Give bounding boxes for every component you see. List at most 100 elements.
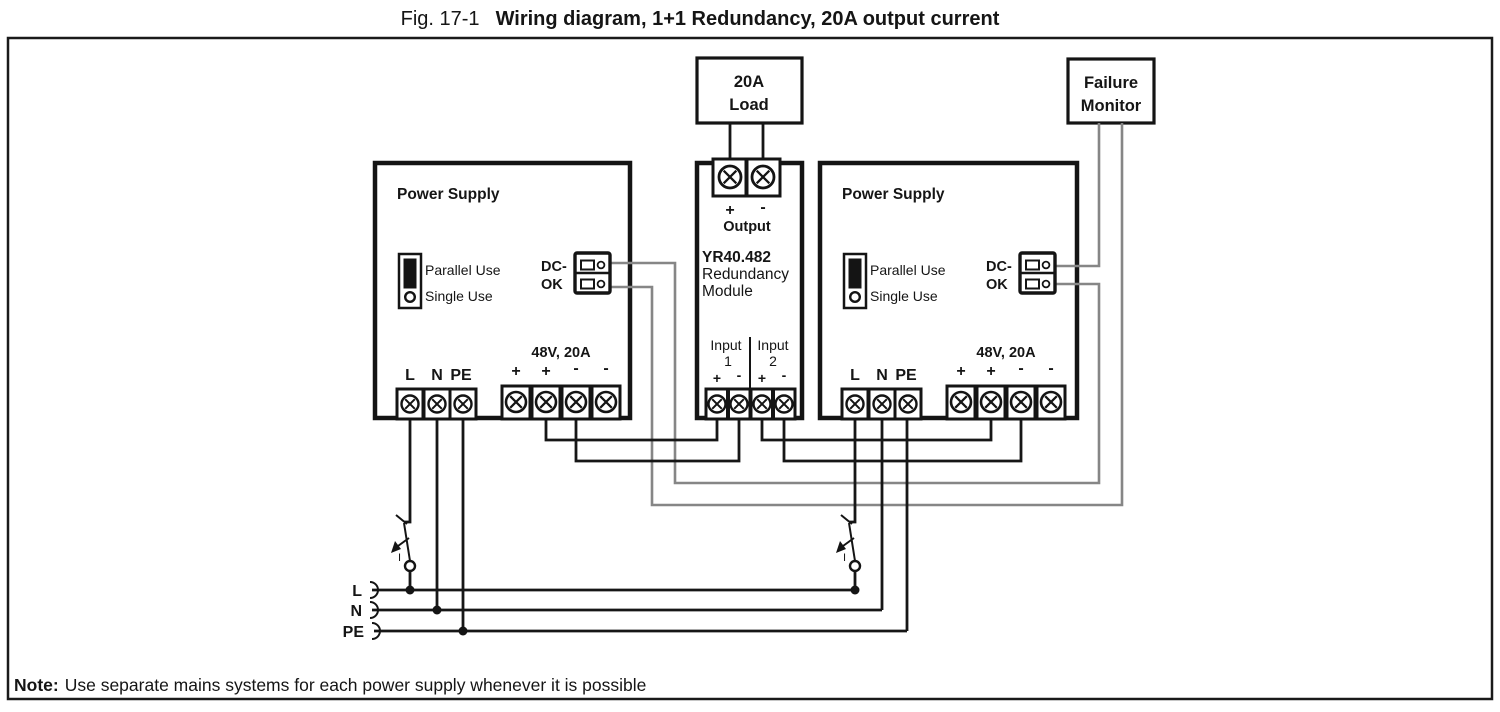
switch-arrow-icon [836, 541, 846, 553]
junction-dot [850, 585, 860, 595]
module-name-line1: Redundancy [702, 266, 789, 283]
terminal-label-L: L [850, 367, 860, 384]
polarity-plus: + [956, 363, 965, 380]
mains-label-L: L [352, 583, 362, 600]
screw-terminal-icon [534, 390, 558, 414]
monitor-label-line2: Monitor [1081, 97, 1142, 115]
dcok-label-2: OK [541, 277, 563, 293]
screw-terminal-icon [898, 394, 918, 414]
switch-label: I [843, 552, 846, 564]
dcok-signal-wiring [595, 123, 1124, 507]
switch-hinge [403, 559, 417, 573]
module-output-minus: - [760, 199, 765, 216]
psu-right: Power Supply Parallel Use Single Use DC-… [840, 186, 1067, 421]
switch-blade [403, 522, 411, 562]
load-label-line2: Load [729, 96, 768, 114]
input1-plus: + [713, 370, 721, 386]
dcok-connector [1018, 251, 1057, 295]
dcok-contact-icon [580, 259, 595, 271]
input1-minus: - [737, 367, 742, 383]
mains-switch-left: I [391, 514, 417, 588]
screw-terminal-icon [1039, 390, 1063, 414]
switch-contact-tick [395, 514, 408, 525]
terminal-label-N: N [876, 367, 888, 384]
screw-terminal-icon [729, 394, 749, 414]
screw-terminal-icon [752, 394, 772, 414]
wire-psuright-plus-input2 [760, 408, 993, 442]
psu-title: Power Supply [842, 186, 945, 203]
polarity-minus: - [603, 360, 608, 377]
wire-monitor-to-right-dcok [1040, 123, 1101, 268]
failure-monitor-component: Failure Monitor [1081, 74, 1142, 115]
input2-plus: + [758, 370, 766, 386]
mains-label-N: N [350, 603, 362, 620]
wire-psuleft-L-down [404, 408, 412, 524]
wire-right-dcok-to-left-dcok [595, 261, 1101, 485]
use-mode-switch [842, 252, 868, 310]
wire-psuleft-plus-input1 [544, 408, 719, 442]
wire-psuleft-minus-input1 [574, 408, 741, 463]
polarity-minus: - [573, 360, 578, 377]
screw-terminal-icon [504, 390, 528, 414]
use-mode-switch [397, 252, 423, 310]
polarity-plus: + [541, 363, 550, 380]
screw-terminal-icon [979, 390, 1003, 414]
psu-left: Power Supply Parallel Use Single Use DC-… [395, 186, 622, 421]
monitor-label-line1: Failure [1084, 74, 1138, 92]
figure-title-text: Wiring diagram, 1+1 Redundancy, 20A outp… [496, 8, 1000, 30]
polarity-minus: - [1048, 360, 1053, 377]
load-box [695, 56, 804, 125]
terminal-label-PE: PE [450, 367, 472, 384]
switch-contact-tick [840, 514, 853, 525]
input1-label: Input [710, 337, 741, 353]
input2-label: Input [757, 337, 788, 353]
failure-monitor-box [1066, 57, 1156, 125]
screw-terminal-icon [400, 394, 420, 414]
parallel-use-label: Parallel Use [870, 262, 946, 278]
module-name-line2: Module [702, 283, 753, 300]
screw-terminal-icon [949, 390, 973, 414]
note-body: Use separate mains systems for each powe… [65, 675, 647, 695]
switch-label: I [398, 552, 401, 564]
screw-terminal-icon [427, 394, 447, 414]
junction-dot [458, 626, 468, 636]
terminal-arc-N [369, 601, 379, 619]
screw-terminal-icon [717, 164, 743, 190]
diagram-frame [6, 36, 1494, 701]
polarity-plus: + [986, 363, 995, 380]
junction-dot [405, 585, 415, 595]
dcok-pin-icon [596, 279, 606, 289]
switch-arrow-icon [391, 541, 401, 553]
wire-left-dcok-to-monitor [595, 123, 1124, 507]
junction-dot [432, 605, 442, 615]
switch-hinge [848, 559, 862, 573]
power-wiring [369, 123, 1023, 640]
switch-actuator-line [842, 537, 855, 547]
wire-psuright-minus-input2 [782, 408, 1023, 463]
screw-terminal-icon [453, 394, 473, 414]
dcok-contact-icon [580, 278, 595, 290]
screw-terminal-icon [1009, 390, 1033, 414]
screw-terminal-icon [594, 390, 618, 414]
terminal-label-PE: PE [895, 367, 917, 384]
figure-title: Fig. 17-1 Wiring diagram, 1+1 Redundancy,… [401, 8, 1000, 30]
module-output-label: Output [723, 219, 771, 235]
dcok-connector [573, 251, 612, 295]
screw-terminal-icon [750, 164, 776, 190]
polarity-plus: + [511, 363, 520, 380]
note-text: Note:Use separate mains systems for each… [14, 675, 646, 695]
figure-number: Fig. 17-1 [401, 8, 480, 30]
switch-blade [848, 522, 856, 562]
terminal-label-L: L [405, 367, 415, 384]
single-use-label: Single Use [870, 288, 938, 304]
dcok-contact-icon [1025, 278, 1040, 290]
input1-number: 1 [724, 353, 732, 369]
load-label-line1: 20A [734, 73, 764, 91]
terminal-label-N: N [431, 367, 443, 384]
input2-minus: - [782, 367, 787, 383]
parallel-use-label: Parallel Use [425, 262, 501, 278]
terminal-arc-PE [371, 622, 381, 640]
mode-switch-dot-icon [404, 291, 417, 304]
